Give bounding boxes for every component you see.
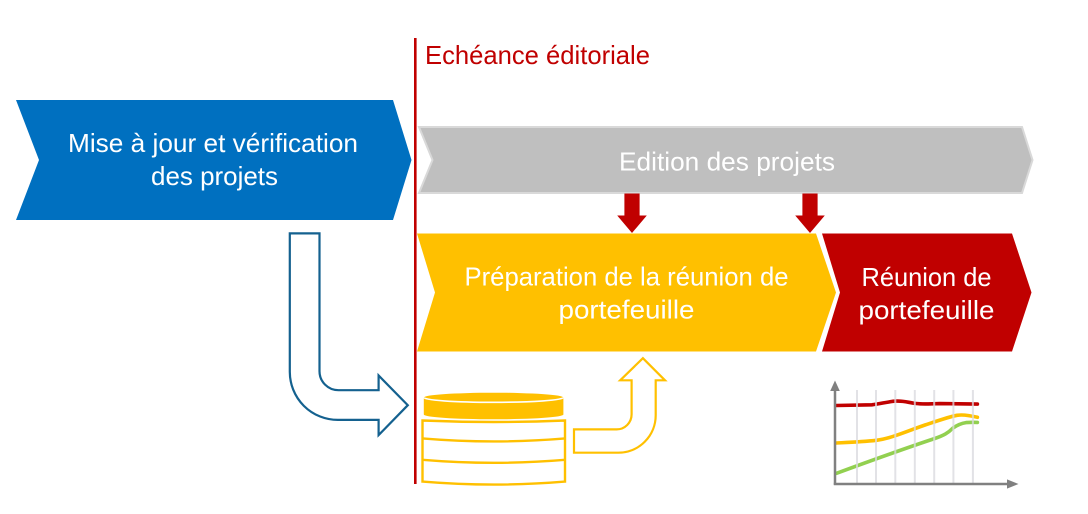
svg-text:portefeuille: portefeuille: [559, 295, 695, 325]
svg-text:Echéance éditoriale: Echéance éditoriale: [425, 40, 650, 70]
svg-text:des projets: des projets: [151, 161, 278, 191]
svg-text:Réunion de: Réunion de: [862, 262, 992, 292]
svg-text:portefeuille: portefeuille: [859, 295, 995, 325]
svg-text:Edition des projets: Edition des projets: [619, 147, 835, 177]
svg-text:Mise à jour et vérification: Mise à jour et vérification: [68, 128, 358, 158]
svg-text:Préparation de la réunion de: Préparation de la réunion de: [465, 262, 789, 292]
